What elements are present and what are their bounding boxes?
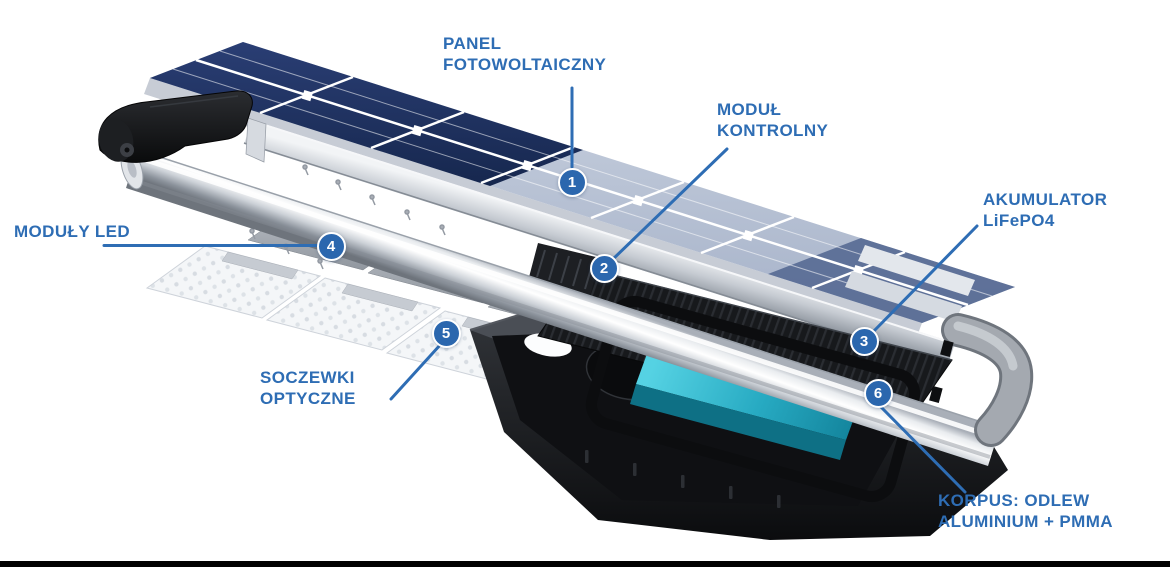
label-modul-kontrolny: MODUŁ KONTROLNY	[717, 99, 828, 141]
marker-5: 5	[431, 318, 461, 348]
label-soczewki-optyczne: SOCZEWKI OPTYCZNE	[260, 367, 356, 409]
label-line: FOTOWOLTAICZNY	[443, 55, 607, 74]
label-line: MODUŁ	[717, 100, 782, 119]
mounting-rail	[243, 117, 956, 367]
marker-number: 4	[326, 237, 336, 255]
marker-6: 6	[863, 378, 893, 408]
label-line: AKUMULATOR	[983, 190, 1108, 209]
side-bracket	[929, 313, 1034, 447]
marker-number: 6	[873, 384, 883, 402]
label-line: KONTROLNY	[717, 121, 829, 140]
label-line: PANEL	[443, 34, 502, 53]
marker-1: 1	[557, 167, 587, 197]
label-line: LiFePO4	[983, 211, 1055, 230]
end-cap	[98, 90, 253, 163]
label-line: OPTYCZNE	[260, 389, 356, 408]
marker-3: 3	[849, 326, 879, 356]
housing-rim	[585, 295, 921, 503]
bottom-divider-bar	[0, 561, 1170, 567]
marker-number: 5	[441, 324, 451, 342]
marker-number: 3	[859, 332, 869, 350]
marker-number: 2	[599, 259, 609, 277]
label-line: SOCZEWKI	[260, 368, 355, 387]
label-line: ALUMINIUM + PMMA	[938, 512, 1113, 531]
label-panel-fotowoltaiczny: PANEL FOTOWOLTAICZNY	[443, 33, 606, 75]
marker-2: 2	[589, 253, 619, 283]
marker-4: 4	[316, 231, 346, 261]
label-line: KORPUS: ODLEW	[938, 491, 1090, 510]
leader-lines	[102, 86, 979, 494]
label-moduly-led: MODUŁY LED	[14, 221, 130, 242]
label-line: MODUŁY LED	[14, 222, 131, 241]
label-akumulator-lifepo4: AKUMULATOR LiFePO4	[983, 189, 1107, 231]
marker-number: 1	[567, 173, 577, 191]
label-korpus-aluminium-pmma: KORPUS: ODLEW ALUMINIUM + PMMA	[938, 490, 1113, 532]
